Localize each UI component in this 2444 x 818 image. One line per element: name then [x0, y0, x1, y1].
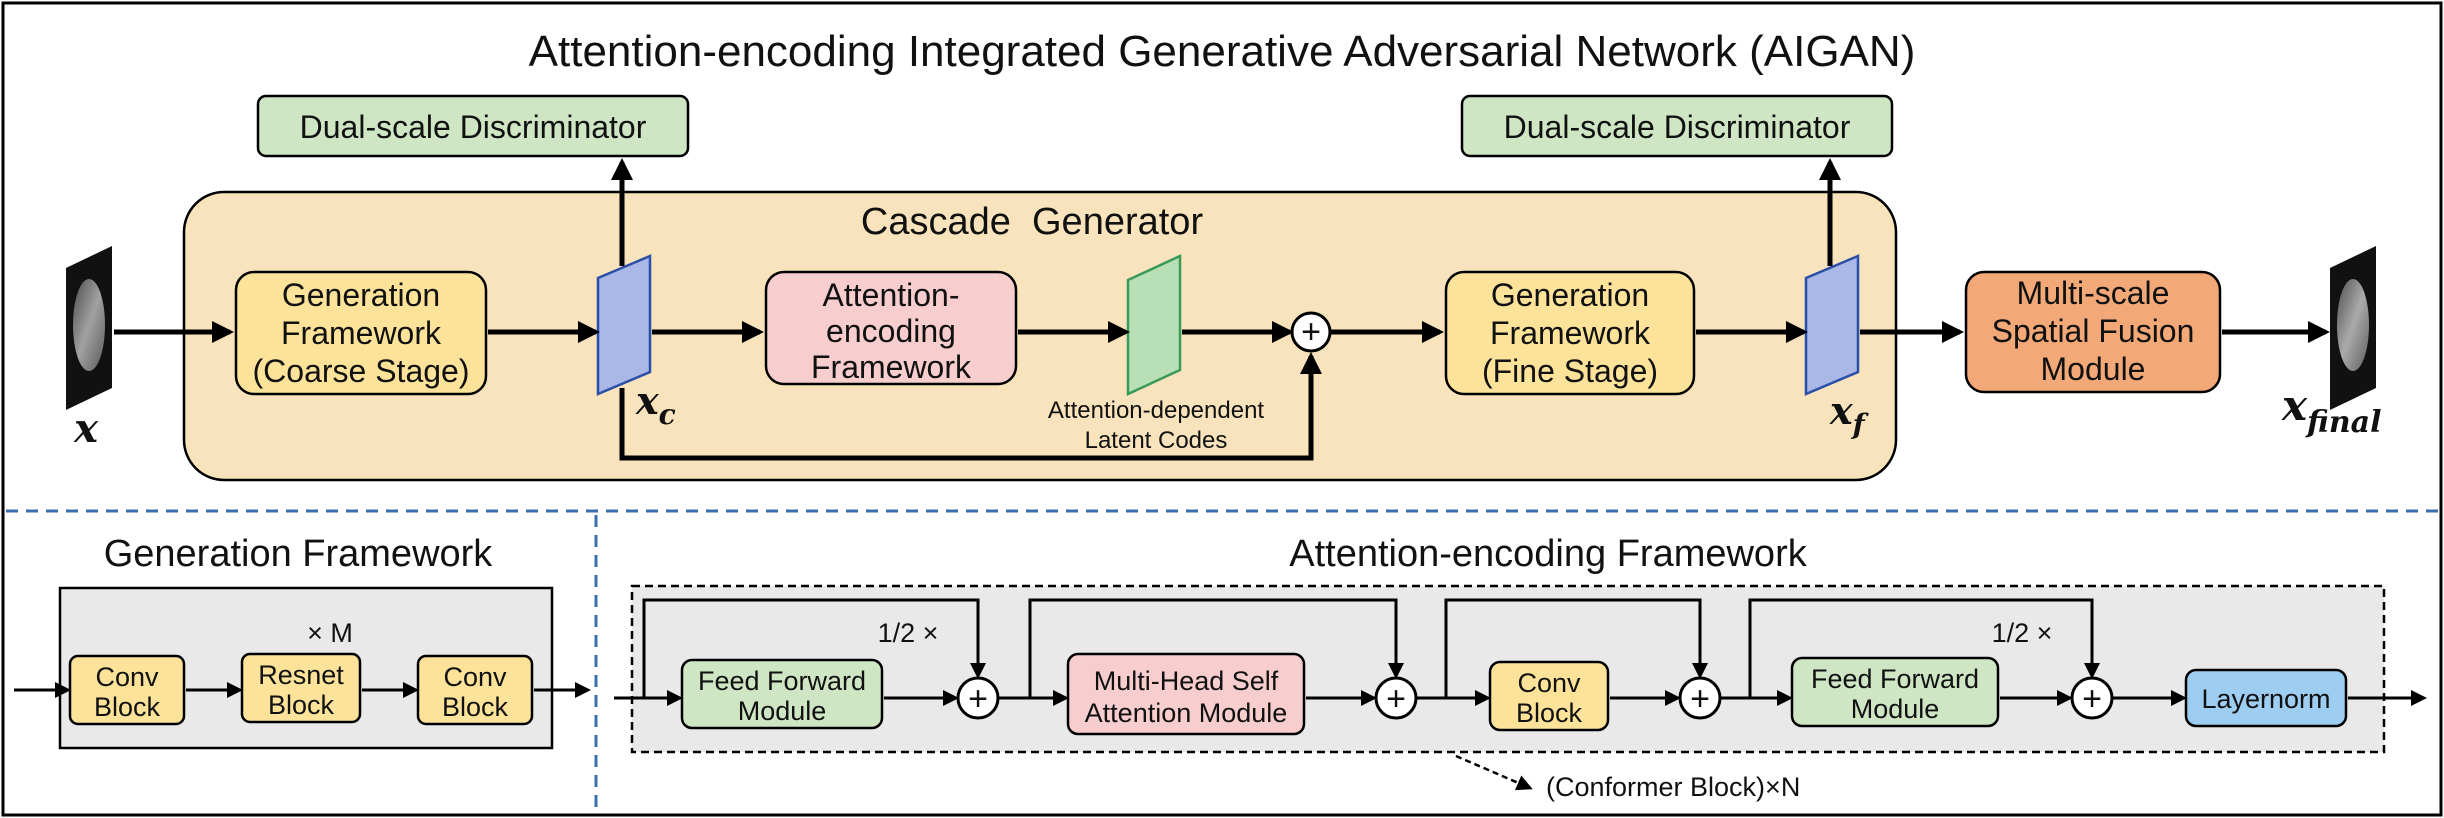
sum-node-3-symbol: + — [1690, 680, 1710, 718]
resnet-line1: Resnet — [258, 660, 344, 690]
attn-conv-line1: Conv — [1517, 668, 1581, 698]
latent-label-line2: Latent Codes — [1085, 427, 1228, 454]
fusion-line3: Module — [2041, 351, 2146, 387]
cascade-generator-panel — [182, 190, 1898, 482]
xf-feature-plane — [1804, 254, 1860, 396]
cascade-generator-label: Cascade Generator — [861, 201, 1204, 243]
conv2-line1: Conv — [443, 662, 507, 692]
gen-repeat-label: × M — [307, 618, 353, 648]
mhsa-line2: Attention Module — [1085, 698, 1288, 728]
xc-feature-plane — [596, 254, 652, 396]
gen-coarse-line3: (Coarse Stage) — [253, 353, 470, 389]
symbol-x-input: x — [73, 405, 99, 452]
dual-scale-discriminator-left — [256, 94, 690, 158]
attn-conv-line2: Block — [1516, 698, 1583, 728]
conformer-repeat-label: (Conformer Block)×N — [1546, 772, 1800, 802]
diagram-title: Attention-encoding Integrated Generative… — [529, 27, 1916, 76]
ff2-line1: Feed Forward — [1811, 664, 1979, 694]
gen-coarse-line1: Generation — [282, 277, 440, 313]
sum-node-top-symbol: + — [1301, 313, 1321, 351]
resnet-line2: Block — [268, 690, 335, 720]
conv1-line1: Conv — [95, 662, 159, 692]
attn-section-title: Attention-encoding Framework — [1289, 533, 1807, 575]
attn-line3: Framework — [811, 349, 972, 385]
dual-scale-discriminator-right — [1460, 94, 1894, 158]
generation-framework-fine — [1444, 270, 1696, 396]
gen-fine-line2: Framework — [1490, 315, 1651, 351]
attn-line1: Attention- — [823, 277, 960, 313]
output-brain-image — [2330, 246, 2376, 410]
sum-node-2-symbol: + — [1386, 680, 1406, 718]
top-flow-arrows — [114, 158, 2330, 461]
latent-label-line1: Attention-dependent — [1048, 397, 1265, 424]
sum-node-1-symbol: + — [968, 680, 988, 718]
ff1-line1: Feed Forward — [698, 666, 866, 696]
mhsa-line1: Multi-Head Self — [1094, 666, 1279, 696]
conv1-line2: Block — [94, 692, 161, 722]
layernorm-label: Layernorm — [2201, 684, 2330, 714]
attention-encoding-framework — [764, 270, 1018, 386]
sum-node-4-symbol: + — [2082, 680, 2102, 718]
conv2-line2: Block — [442, 692, 509, 722]
latent-code-plane — [1126, 254, 1182, 396]
multi-scale-spatial-fusion-module — [1964, 270, 2222, 394]
ff1-line2: Module — [738, 696, 827, 726]
disc-right-label: Dual-scale Discriminator — [1504, 109, 1851, 145]
gen-fine-line3: (Fine Stage) — [1482, 353, 1658, 389]
attn-section-arrows — [614, 598, 2427, 791]
input-brain-image — [66, 246, 112, 410]
fusion-line2: Spatial Fusion — [1992, 313, 2195, 349]
gen-coarse-line2: Framework — [281, 315, 442, 351]
generation-framework-coarse — [234, 270, 488, 396]
ff2-line2: Module — [1851, 694, 1940, 724]
fusion-line1: Multi-scale — [2017, 275, 2170, 311]
symbol-xc: xc — [635, 378, 676, 431]
half-label-2: 1/2 × — [1992, 618, 2053, 648]
symbol-x-final: xfinal — [2281, 381, 2382, 440]
gen-section-title: Generation Framework — [104, 533, 494, 575]
gen-fine-line1: Generation — [1491, 277, 1649, 313]
attn-line2: encoding — [826, 313, 956, 349]
half-label-1: 1/2 × — [878, 618, 939, 648]
disc-left-label: Dual-scale Discriminator — [300, 109, 647, 145]
